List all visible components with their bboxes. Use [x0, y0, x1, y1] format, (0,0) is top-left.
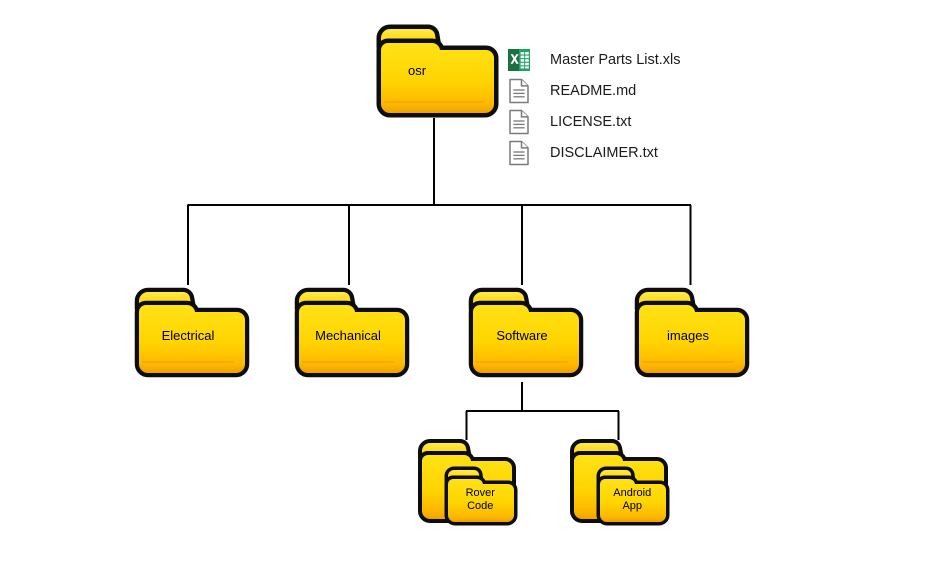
nested-folder-icon [416, 437, 518, 527]
folder-icon [633, 287, 750, 379]
folder-icon [375, 24, 499, 119]
folder-icon [133, 287, 250, 379]
file-name: DISCLAIMER.txt [550, 144, 658, 161]
folder-electrical[interactable]: Electrical [133, 287, 250, 379]
list-item[interactable]: README.md [506, 75, 681, 106]
document-file-icon [506, 77, 532, 105]
folder-rover-code[interactable]: Rover Code [416, 437, 518, 527]
folder-software[interactable]: Software [467, 287, 584, 379]
list-item[interactable]: DISCLAIMER.txt [506, 137, 681, 168]
folder-osr[interactable]: osr [375, 24, 499, 119]
list-item[interactable]: LICENSE.txt [506, 106, 681, 137]
document-file-icon [506, 139, 532, 167]
folder-icon [467, 287, 584, 379]
nested-folder-icon [568, 437, 670, 527]
excel-file-icon [506, 46, 532, 74]
document-file-icon [506, 108, 532, 136]
file-name: Master Parts List.xls [550, 51, 681, 68]
list-item[interactable]: Master Parts List.xls [506, 44, 681, 75]
folder-icon [293, 287, 410, 379]
folder-android-app[interactable]: Android App [568, 437, 670, 527]
folder-images[interactable]: images [633, 287, 750, 379]
root-file-list: Master Parts List.xls README.md [506, 44, 681, 168]
file-name: LICENSE.txt [550, 113, 632, 130]
file-name: README.md [550, 82, 637, 99]
folder-mechanical[interactable]: Mechanical [293, 287, 410, 379]
